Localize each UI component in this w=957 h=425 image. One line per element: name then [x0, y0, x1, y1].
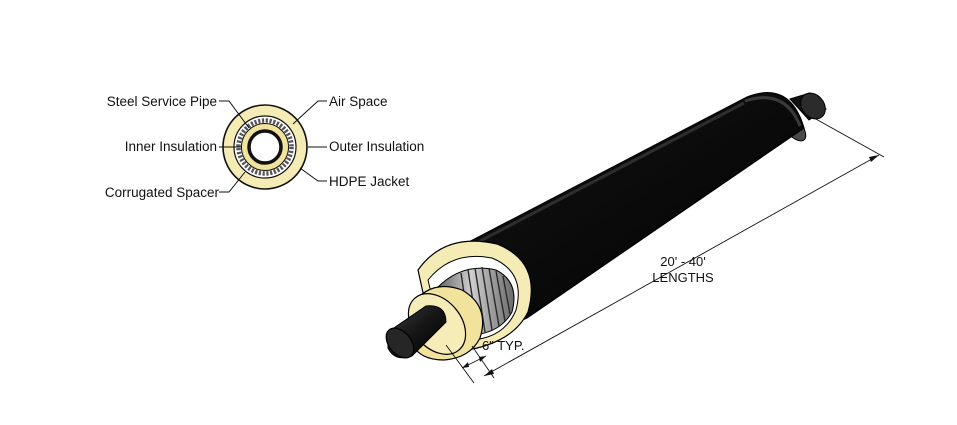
pipe-assembly [385, 92, 827, 361]
label-hdpe-jacket: HDPE Jacket [329, 174, 410, 189]
arrow-6in-right [479, 356, 486, 362]
jacket-far-rim [744, 96, 802, 127]
steel-service-pipe-ring [247, 129, 283, 165]
leader-hdpe-jacket [299, 167, 327, 182]
label-outer-insulation: Outer Insulation [329, 139, 424, 154]
leader-steel-service-pipe [219, 100, 250, 129]
label-corrugated-spacer: Corrugated Spacer [105, 185, 220, 200]
label-length-line-1: 20' - 40' [660, 254, 705, 269]
dim-line-length [483, 154, 880, 377]
label-exposed-end: 6" TYP. [482, 338, 524, 353]
ext-line-far-end [813, 117, 885, 158]
label-length-line-2: LENGTHS [652, 270, 714, 285]
label-steel-service-pipe: Steel Service Pipe [107, 94, 217, 109]
dimensions: 6" TYP. 20' - 40' LENGTHS [445, 117, 885, 384]
arrow-length-far [869, 155, 879, 162]
cutaway-layers [385, 240, 532, 361]
cross-section: Steel Service Pipe Inner Insulation Corr… [105, 94, 424, 200]
leader-corrugated-spacer [219, 171, 246, 193]
arrow-length-near [484, 369, 494, 376]
label-inner-insulation: Inner Insulation [125, 139, 217, 154]
ext-line-pipe-end [445, 344, 475, 384]
jacket-highlight [439, 101, 745, 264]
steel-pipe-end [385, 327, 415, 359]
corrugated-spacer-ring [236, 118, 294, 176]
arrow-6in-left [462, 362, 469, 368]
leader-air-space [292, 100, 327, 125]
label-air-space: Air Space [329, 94, 388, 109]
